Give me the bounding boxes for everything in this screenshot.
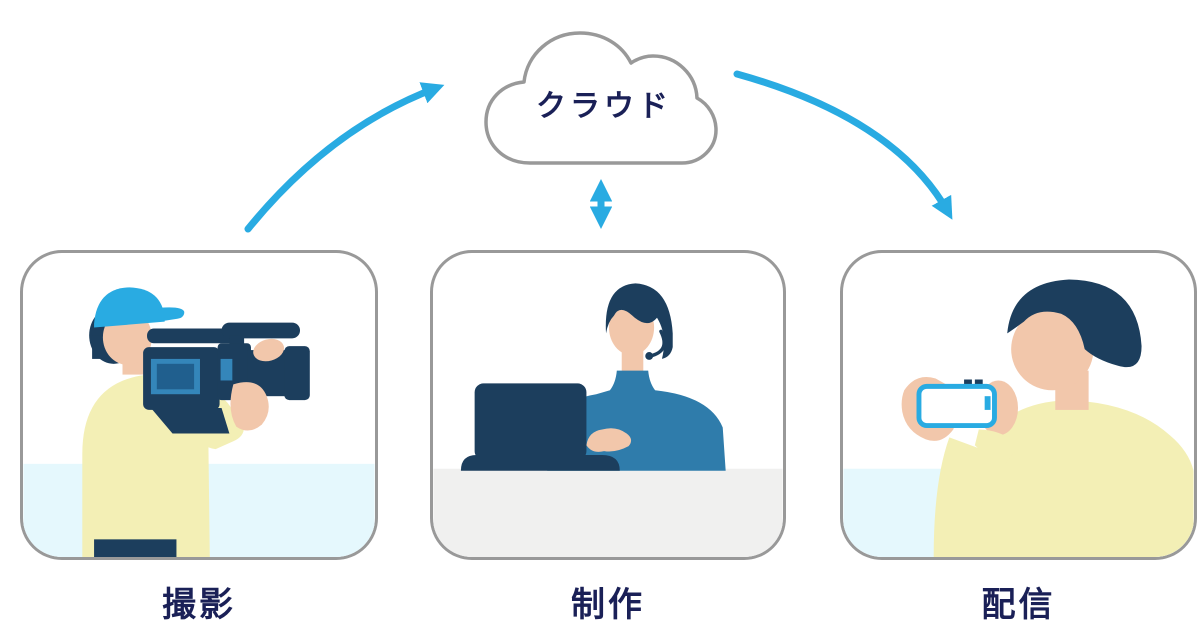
step-label-distribution: 配信 <box>981 586 1056 624</box>
left-sleeve <box>933 437 987 557</box>
hair <box>1007 279 1142 368</box>
cap-icon <box>94 287 165 328</box>
producer-at-laptop-illustration <box>433 283 783 557</box>
laptop-base <box>460 455 620 471</box>
viewer-with-smartphone-illustration <box>843 279 1194 557</box>
panel-distribution <box>840 250 1197 560</box>
panel-production <box>430 250 786 560</box>
camera-mic <box>147 328 240 344</box>
right-cuff <box>974 429 1020 465</box>
camera-side-button <box>220 358 233 381</box>
camera-body-lower <box>150 407 230 434</box>
step-label-production: 制作 <box>571 586 645 624</box>
phone-button-2 <box>974 379 983 385</box>
camera-screen <box>156 363 195 390</box>
hair <box>605 283 673 359</box>
headset-mic-tip <box>645 352 654 360</box>
camera-operator-illustration <box>23 287 375 557</box>
smartphone-icon <box>916 383 997 429</box>
laptop-screen <box>474 383 587 460</box>
cloud-and-arrows-layer: クラウド <box>244 31 953 233</box>
step-label-shooting: 撮影 <box>162 586 236 624</box>
desk <box>433 468 783 557</box>
arrow-shooting-to-cloud-icon <box>244 82 445 233</box>
phone-notch <box>984 396 991 410</box>
cap-brim <box>158 307 185 322</box>
right-hand <box>230 382 269 431</box>
camera-handle <box>221 322 301 339</box>
arrow-cloud-to-distribution-icon <box>733 70 953 220</box>
headset-mic-icon <box>648 329 666 358</box>
phone-button-1 <box>964 379 972 385</box>
face <box>1011 307 1094 391</box>
cloud-icon <box>484 31 718 165</box>
sweater <box>962 400 1194 557</box>
cloud-label: クラウド <box>536 90 672 123</box>
left-hand <box>253 338 285 362</box>
pants <box>94 539 177 557</box>
typing-hand <box>586 428 632 452</box>
panel-shooting <box>20 250 378 560</box>
camera-lens-front <box>284 346 310 401</box>
